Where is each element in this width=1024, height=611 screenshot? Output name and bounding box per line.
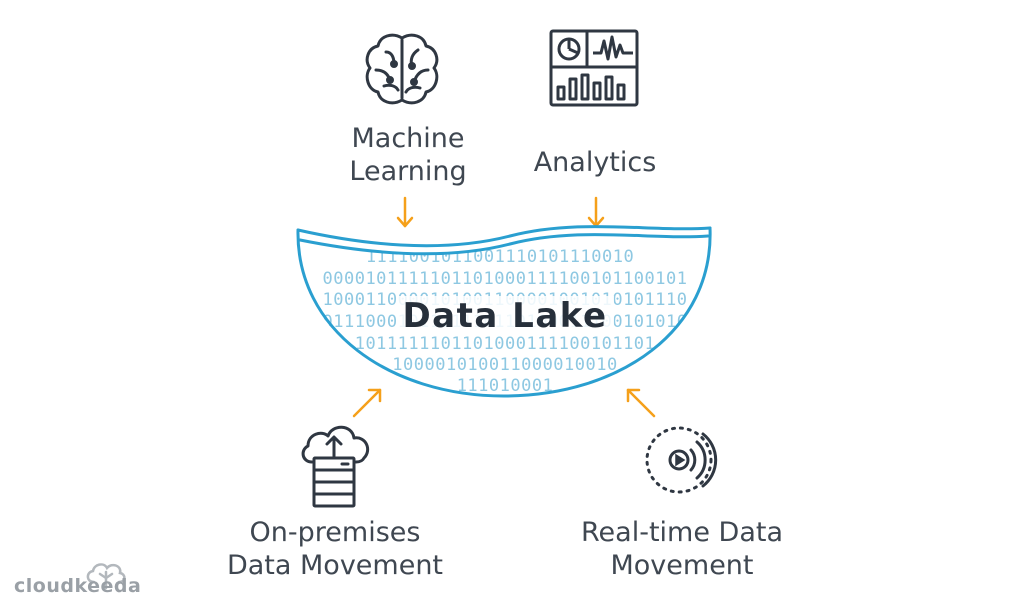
analytics-line1: Analytics xyxy=(533,147,657,178)
real-time-line2: Movement xyxy=(610,550,754,581)
machine-learning-label: Machine Learning xyxy=(318,122,498,188)
real-time-label: Real-time Data Movement xyxy=(552,516,812,582)
data-lake-title: Data Lake xyxy=(305,296,705,336)
stream-signal-icon xyxy=(645,426,718,494)
cloud-upload-server-icon xyxy=(301,425,370,508)
brain-icon xyxy=(365,33,439,105)
arrow-ml-to-lake xyxy=(396,196,414,228)
brand-wordmark: cloudkeeda xyxy=(14,575,142,597)
data-lake-title-text: Data Lake xyxy=(396,296,614,336)
on-premises-line1: On-premises xyxy=(249,517,421,548)
on-premises-line2: Data Movement xyxy=(226,550,444,581)
arrow-onprem-to-lake xyxy=(352,388,382,418)
on-premises-label: On-premises Data Movement xyxy=(205,516,465,582)
analytics-label: Analytics xyxy=(510,146,680,179)
lake-bits-row-2: 0000101111101101000111100101100101 xyxy=(323,269,688,289)
arrow-realtime-to-lake xyxy=(626,388,656,418)
dashboard-icon xyxy=(549,29,639,107)
lake-bits-row-5: 1011111101101000111100101101 xyxy=(355,334,656,354)
lake-bits-row-7: 111010001 xyxy=(457,376,554,396)
lake-bits-row-6: 100001010011000010010 xyxy=(392,355,617,375)
lake-bits-row-1: 1111001011001110101110010 xyxy=(366,247,634,267)
machine-learning-line2: Learning xyxy=(349,156,467,187)
machine-learning-line1: Machine xyxy=(351,123,465,154)
real-time-line1: Real-time Data xyxy=(581,517,783,548)
cloud-tree-icon xyxy=(86,563,126,590)
